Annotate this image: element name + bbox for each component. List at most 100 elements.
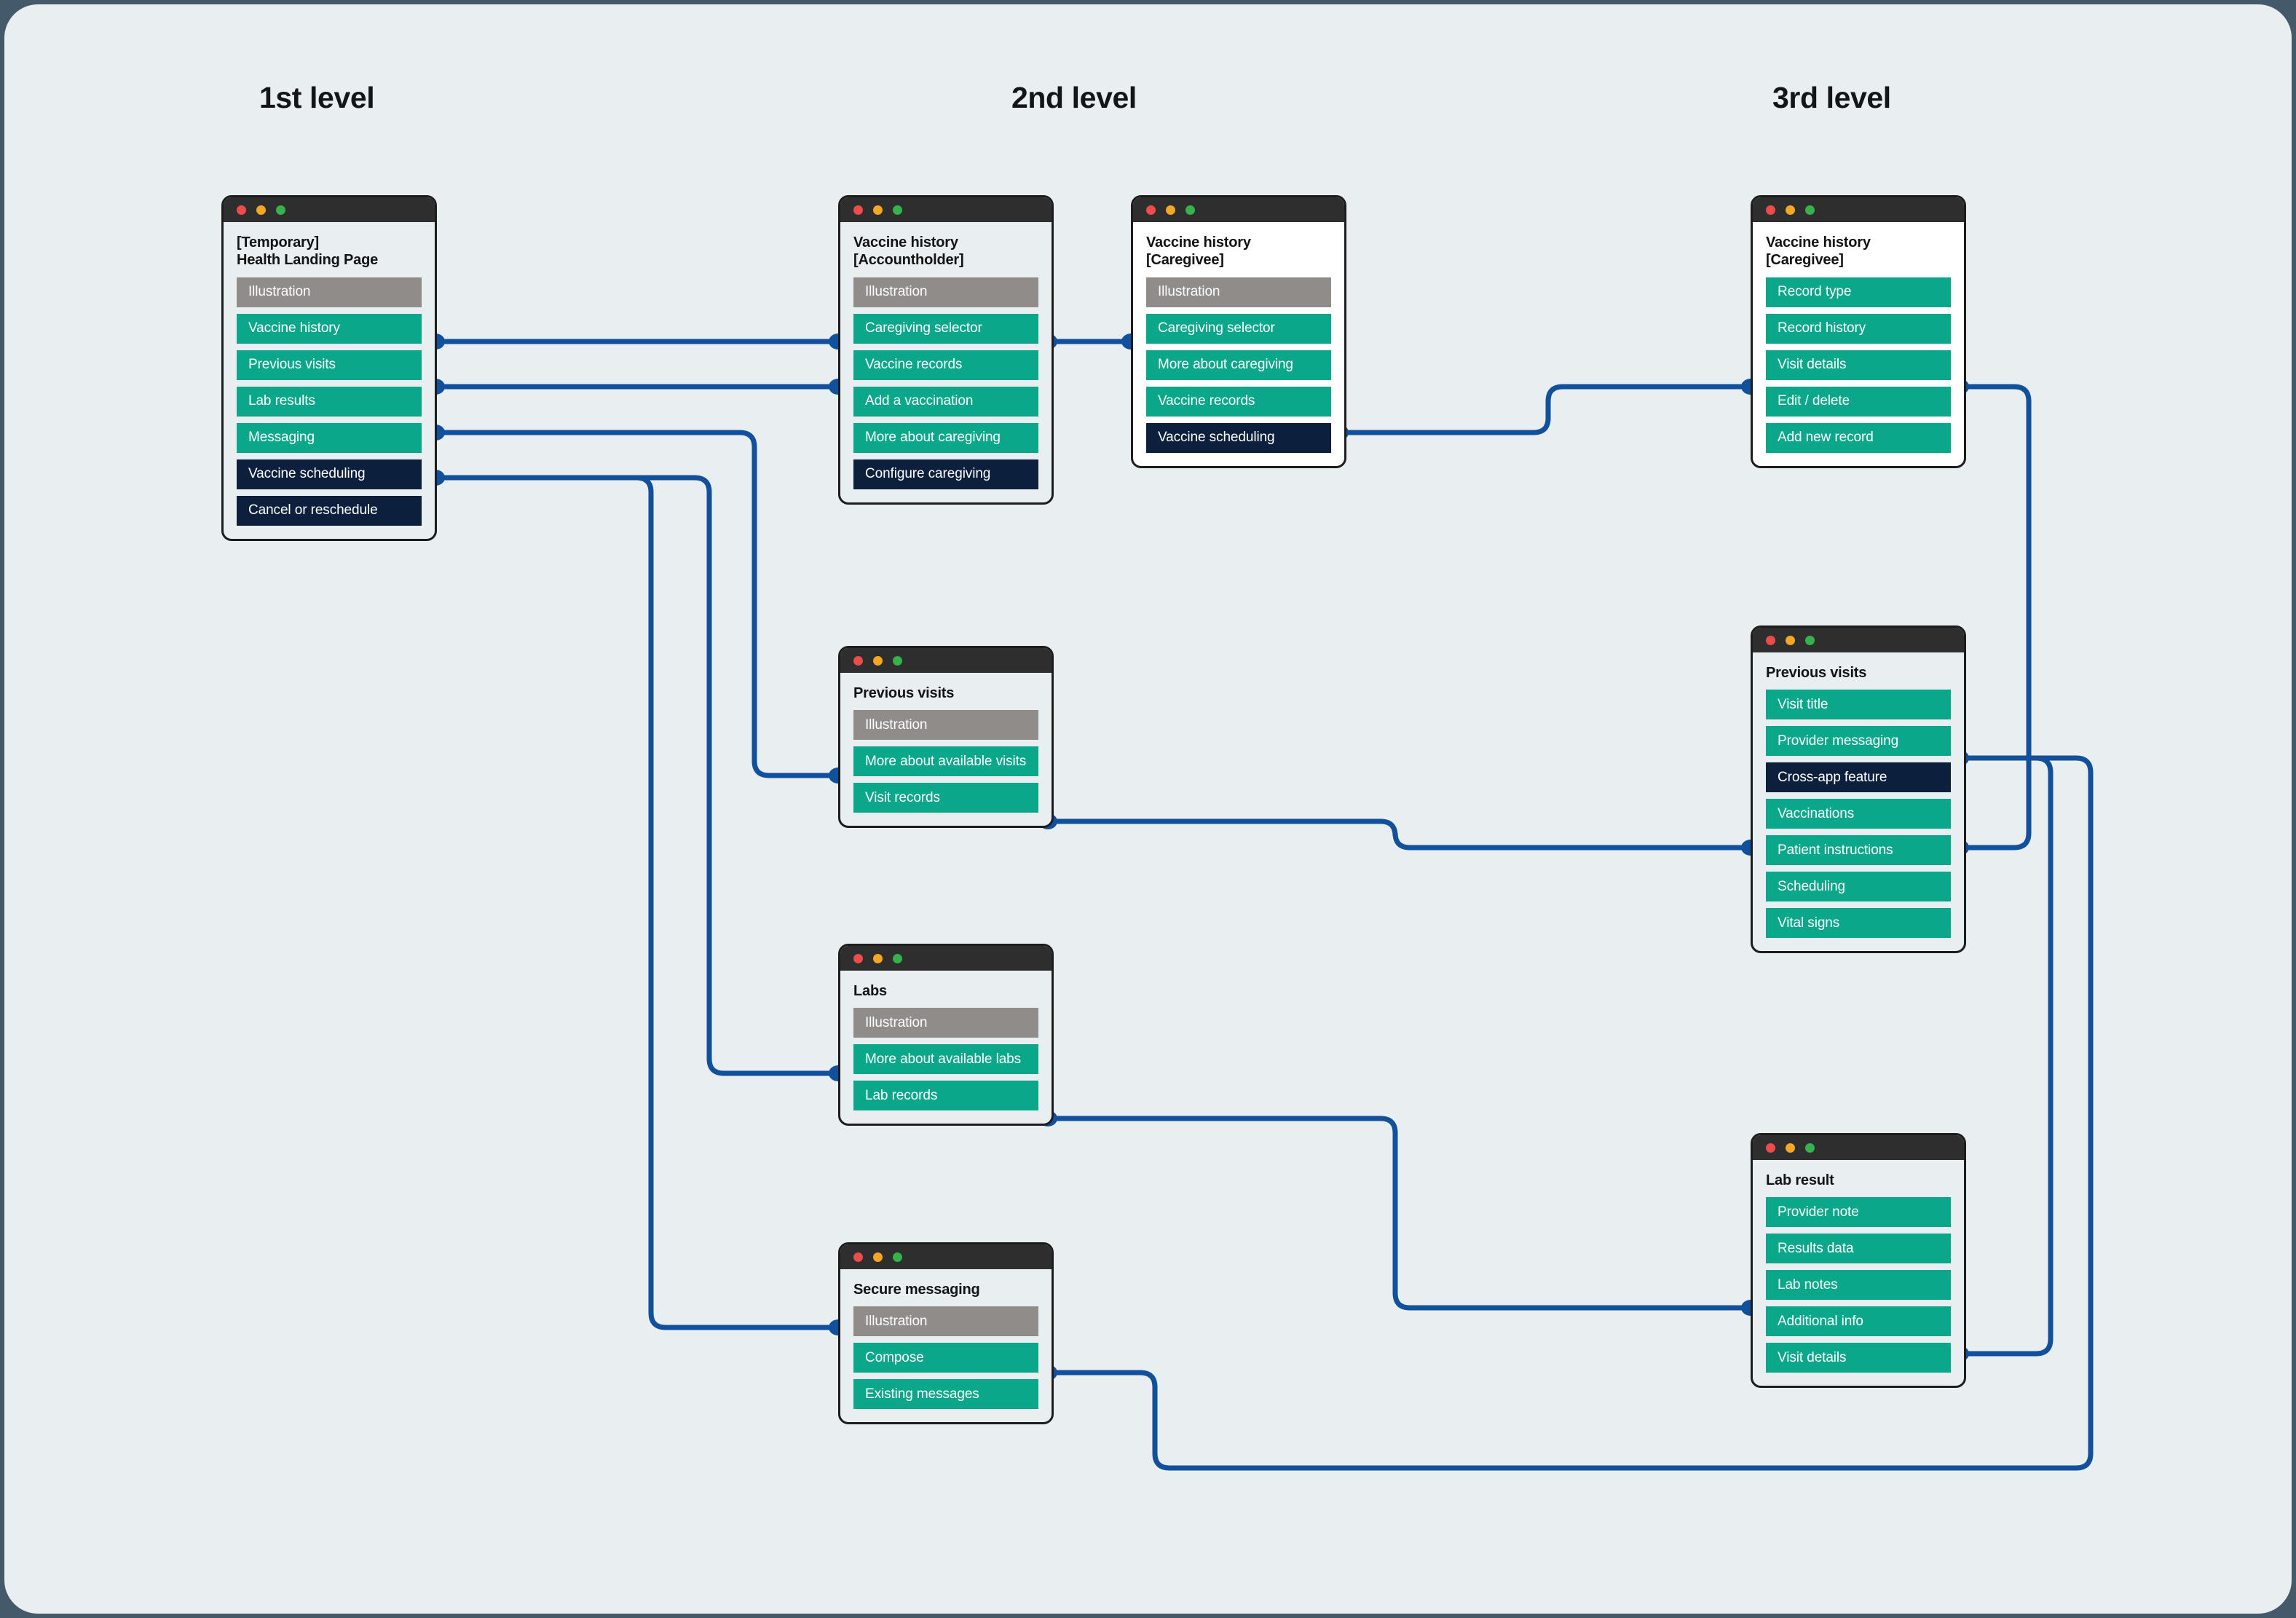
- row-vital-signs[interactable]: Vital signs: [1766, 908, 1951, 939]
- row-add-a-vaccination[interactable]: Add a vaccination: [853, 386, 1038, 417]
- card-title: Secure messaging: [853, 1282, 980, 1298]
- minimize-yellow-icon[interactable]: [256, 205, 266, 215]
- row-vaccine-history[interactable]: Vaccine history: [237, 313, 422, 344]
- minimize-yellow-icon[interactable]: [1166, 205, 1175, 215]
- row-existing-messages[interactable]: Existing messages: [853, 1379, 1038, 1410]
- close-red-icon[interactable]: [853, 1252, 863, 1262]
- minimize-yellow-icon[interactable]: [873, 205, 883, 215]
- maximize-green-icon[interactable]: [1805, 635, 1815, 645]
- wire-caregivee-vaccine-records-to-visit-details: [1336, 384, 1753, 435]
- maximize-green-icon[interactable]: [1186, 205, 1195, 215]
- row-previous-visits[interactable]: Previous visits: [237, 350, 422, 380]
- row-caregiving-selector[interactable]: Caregiving selector: [853, 313, 1038, 344]
- row-provider-note[interactable]: Provider note: [1766, 1197, 1951, 1228]
- card-title: Vaccine history [Caregivee]: [1766, 234, 1871, 269]
- card-title: Vaccine history [Caregivee]: [1146, 234, 1251, 269]
- close-red-icon[interactable]: [1766, 1143, 1775, 1153]
- connector-dots: [426, 334, 1969, 1381]
- close-red-icon[interactable]: [853, 953, 863, 963]
- row-record-history[interactable]: Record history: [1766, 313, 1951, 344]
- close-red-icon[interactable]: [1146, 205, 1156, 215]
- card-body: Previous visits Illustration More about …: [840, 673, 1052, 826]
- card-secure-messaging[interactable]: Secure messaging Illustration Compose Ex…: [838, 1242, 1054, 1425]
- diagram-canvas: 1st level 2nd level 3rd level: [4, 4, 2292, 1614]
- card-previous-visits[interactable]: Previous visits Illustration More about …: [838, 646, 1054, 829]
- row-illustration: Illustration: [853, 1306, 1038, 1337]
- wire-provider-messaging-to-additional-info: [1957, 755, 2054, 1357]
- row-more-about-caregiving[interactable]: More about caregiving: [1146, 350, 1331, 380]
- row-add-new-record[interactable]: Add new record: [1766, 422, 1951, 453]
- card-health-landing-page[interactable]: [Temporary] Health Landing Page Illustra…: [221, 195, 437, 541]
- row-messaging[interactable]: Messaging: [237, 422, 422, 453]
- row-visit-records[interactable]: Visit records: [853, 783, 1038, 813]
- window-titlebar: [840, 1244, 1052, 1269]
- card-labs[interactable]: Labs Illustration More about available l…: [838, 944, 1054, 1126]
- card-vaccine-history-caregivee[interactable]: Vaccine history [Caregivee] Illustration…: [1131, 195, 1346, 468]
- row-provider-messaging[interactable]: Provider messaging: [1766, 726, 1951, 757]
- minimize-yellow-icon[interactable]: [873, 655, 883, 666]
- row-more-about-available-labs[interactable]: More about available labs: [853, 1044, 1038, 1075]
- card-vaccine-history-accountholder[interactable]: Vaccine history [Accountholder] Illustra…: [838, 195, 1054, 505]
- row-cross-app-feature[interactable]: Cross-app feature: [1766, 762, 1951, 793]
- minimize-yellow-icon[interactable]: [1786, 635, 1795, 645]
- maximize-green-icon[interactable]: [1805, 1143, 1815, 1153]
- wire-visit-details-to-vaccinations: [1957, 384, 2032, 851]
- minimize-yellow-icon[interactable]: [873, 1252, 883, 1262]
- row-lab-results[interactable]: Lab results: [237, 386, 422, 417]
- minimize-yellow-icon[interactable]: [1786, 205, 1795, 215]
- maximize-green-icon[interactable]: [893, 953, 902, 963]
- row-additional-info[interactable]: Additional info: [1766, 1306, 1951, 1337]
- minimize-yellow-icon[interactable]: [873, 953, 883, 963]
- row-cancel-or-reschedule[interactable]: Cancel or reschedule: [237, 495, 422, 526]
- row-vaccine-records[interactable]: Vaccine records: [1146, 386, 1331, 417]
- row-record-type[interactable]: Record type: [1766, 277, 1951, 307]
- row-vaccine-scheduling[interactable]: Vaccine scheduling: [1146, 422, 1331, 453]
- maximize-green-icon[interactable]: [276, 205, 285, 215]
- window-titlebar: [840, 197, 1052, 222]
- card-vaccine-history-caregivee-detail[interactable]: Vaccine history [Caregivee] Record type …: [1751, 195, 1966, 468]
- row-visit-title[interactable]: Visit title: [1766, 690, 1951, 720]
- maximize-green-icon[interactable]: [1805, 205, 1815, 215]
- maximize-green-icon[interactable]: [893, 655, 902, 666]
- row-results-data[interactable]: Results data: [1766, 1234, 1951, 1264]
- column-header-2nd-level: 2nd level: [1011, 81, 1137, 114]
- maximize-green-icon[interactable]: [893, 205, 902, 215]
- close-red-icon[interactable]: [237, 205, 246, 215]
- wire-compose-to-provider-messaging: [1045, 755, 2094, 1471]
- row-vaccine-records[interactable]: Vaccine records: [853, 350, 1038, 380]
- row-scheduling[interactable]: Scheduling: [1766, 872, 1951, 902]
- card-title: Previous visits: [853, 685, 955, 701]
- maximize-green-icon[interactable]: [893, 1252, 902, 1262]
- card-previous-visits-detail[interactable]: Previous visits Visit title Provider mes…: [1751, 626, 1966, 954]
- row-edit-delete[interactable]: Edit / delete: [1766, 386, 1951, 417]
- row-visit-details[interactable]: Visit details: [1766, 350, 1951, 380]
- close-red-icon[interactable]: [1766, 205, 1775, 215]
- window-titlebar: [1133, 197, 1344, 222]
- row-caregiving-selector[interactable]: Caregiving selector: [1146, 313, 1331, 344]
- card-title: Lab result: [1766, 1172, 1834, 1188]
- row-vaccine-scheduling[interactable]: Vaccine scheduling: [237, 459, 422, 489]
- wire-messaging-to-secure-messaging: [433, 475, 841, 1330]
- row-patient-instructions[interactable]: Patient instructions: [1766, 835, 1951, 866]
- card-lab-result[interactable]: Lab result Provider note Results data La…: [1751, 1133, 1966, 1389]
- card-title: [Temporary] Health Landing Page: [237, 234, 379, 269]
- card-body: [Temporary] Health Landing Page Illustra…: [224, 222, 435, 539]
- card-title: Previous visits: [1766, 665, 1867, 681]
- minimize-yellow-icon[interactable]: [1786, 1143, 1795, 1153]
- window-titlebar: [1753, 628, 1964, 652]
- row-configure-caregiving[interactable]: Configure caregiving: [853, 459, 1038, 489]
- card-title: Labs: [853, 983, 887, 999]
- row-vaccinations[interactable]: Vaccinations: [1766, 799, 1951, 829]
- wire-lab-results-to-previous-visits: [433, 430, 841, 778]
- window-titlebar: [1753, 197, 1964, 222]
- row-more-about-available-visits[interactable]: More about available visits: [853, 746, 1038, 777]
- row-more-about-caregiving[interactable]: More about caregiving: [853, 422, 1038, 453]
- close-red-icon[interactable]: [1766, 635, 1775, 645]
- row-visit-details[interactable]: Visit details: [1766, 1343, 1951, 1373]
- close-red-icon[interactable]: [853, 655, 863, 666]
- close-red-icon[interactable]: [853, 205, 863, 215]
- row-lab-records[interactable]: Lab records: [853, 1081, 1038, 1111]
- row-lab-notes[interactable]: Lab notes: [1766, 1270, 1951, 1301]
- wire-visit-records-to-vaccinations: [1045, 818, 1753, 851]
- row-compose[interactable]: Compose: [853, 1343, 1038, 1373]
